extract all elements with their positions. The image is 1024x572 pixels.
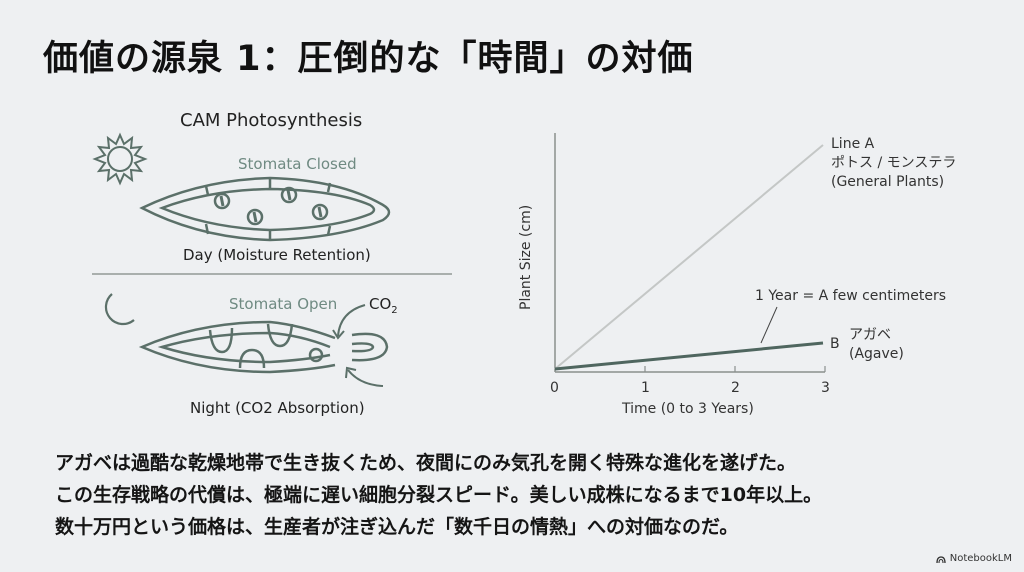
line-a-legend: Line A ポトス / モンステラ (General Plants) bbox=[831, 136, 957, 190]
line-b-marker: B bbox=[830, 336, 840, 352]
body-line-3: 数十万円という価格は、生産者が注ぎ込んだ「数千日の情熱」への対価なのだ。 bbox=[55, 516, 739, 538]
moon-icon bbox=[104, 293, 135, 326]
annotation-leader bbox=[760, 306, 778, 344]
x-tick-3: 3 bbox=[821, 380, 830, 396]
co2-label: CO2 bbox=[369, 295, 398, 316]
stomata-closed-label: Stomata Closed bbox=[238, 155, 357, 173]
day-caption: Day (Moisture Retention) bbox=[183, 246, 371, 264]
night-leaf-cross-section bbox=[138, 320, 389, 374]
night-caption: Night (CO2 Absorption) bbox=[190, 399, 365, 417]
sun-icon bbox=[92, 132, 148, 186]
day-night-divider bbox=[92, 273, 452, 275]
x-tick-1: 1 bbox=[641, 380, 650, 396]
notebooklm-logo-icon bbox=[936, 555, 946, 563]
co2-arrows bbox=[332, 304, 384, 387]
x-tick-0: 0 bbox=[550, 380, 559, 396]
body-line-2: この生存戦略の代償は、極端に遅い細胞分裂スピード。美しい成株になるまで10年以上… bbox=[55, 484, 823, 506]
notebooklm-branding: NotebookLM bbox=[936, 553, 1012, 564]
day-leaf-cross-section bbox=[139, 176, 391, 242]
line-b-agave bbox=[554, 341, 824, 371]
line-a-general-plants bbox=[554, 144, 824, 370]
x-tick-2: 2 bbox=[731, 380, 740, 396]
diagram-title: CAM Photosynthesis bbox=[180, 110, 363, 131]
growth-annotation: 1 Year = A few centimeters bbox=[755, 288, 947, 304]
slide-title: 価値の源泉 1：圧倒的な「時間」の対価 bbox=[43, 39, 694, 79]
line-b-legend: アガベ (Agave) bbox=[849, 327, 904, 362]
body-text: アガベは過酷な乾燥地帯で生き抜くため、夜間にのみ気孔を開く特殊な進化を遂げた。 … bbox=[55, 447, 822, 543]
y-axis-label: Plant Size (cm) bbox=[518, 204, 534, 310]
body-line-1: アガベは過酷な乾燥地帯で生き抜くため、夜間にのみ気孔を開く特殊な進化を遂げた。 bbox=[55, 452, 797, 474]
x-axis-label: Time (0 to 3 Years) bbox=[622, 401, 754, 417]
stomata-open-label: Stomata Open bbox=[229, 295, 338, 313]
